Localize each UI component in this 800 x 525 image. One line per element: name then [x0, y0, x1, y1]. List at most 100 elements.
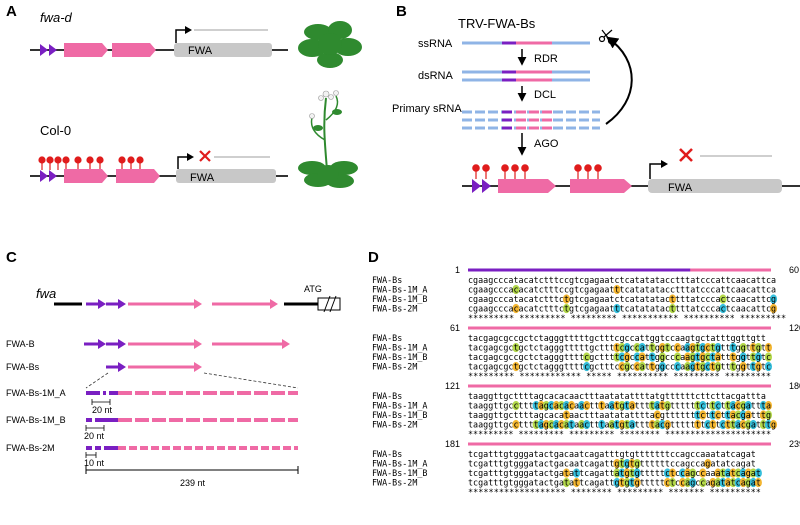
- consensus-line: ********* ************ ***** ********** …: [468, 371, 771, 381]
- consensus-line: ********* ********* ********* **********…: [468, 313, 786, 323]
- mismatch-highlight: [699, 400, 707, 411]
- mismatch-highlight: [613, 342, 621, 353]
- mismatch-highlight: [709, 352, 717, 362]
- mismatch-highlight: [734, 419, 742, 430]
- mismatch-highlight: [668, 468, 677, 478]
- mismatch-highlight: [578, 400, 586, 411]
- fwa-gene-label-a2: FWA: [190, 172, 215, 184]
- mismatch-highlight: [663, 419, 672, 430]
- col-0-label: Col-0: [40, 123, 71, 138]
- sequence: tcgatttgtgggatactgacaatcagattgtgtgtttttt…: [468, 459, 756, 469]
- mismatch-highlight: [759, 419, 768, 430]
- mismatch-highlight: [729, 477, 737, 488]
- mismatch-highlight: [598, 419, 606, 430]
- mismatch-highlight: [623, 361, 631, 372]
- mismatch-highlight: [754, 352, 762, 362]
- mismatch-highlight: [648, 361, 656, 372]
- construct-fwa-b-label: FWA-B: [6, 339, 35, 349]
- sequence: cgaagcccacacatctttccgtcgagaatttcatatatac…: [468, 285, 776, 295]
- mismatch-highlight: [694, 410, 702, 420]
- construct-2m-label: FWA-Bs-2M: [6, 443, 55, 453]
- mismatch-highlight: [734, 477, 742, 488]
- mismatch-highlight: [699, 342, 707, 353]
- mismatch-highlight: [744, 468, 752, 478]
- sequence-name: FWA-Bs-1M_B: [372, 294, 427, 304]
- mismatch-highlight: [694, 419, 702, 430]
- block-start: 181: [445, 439, 460, 449]
- mismatch-highlight: [567, 400, 576, 411]
- block-start: 61: [450, 323, 460, 333]
- mismatch-highlight: [719, 468, 727, 478]
- mismatch-highlight: [714, 342, 722, 353]
- mismatch-highlight: [552, 400, 560, 411]
- mismatch-highlight: [764, 410, 773, 420]
- mismatch-highlight: [709, 400, 717, 411]
- sequence: cgaagcccatacatctttccgtcgagaatctcatatatac…: [468, 275, 776, 285]
- zoom-line-left: [85, 372, 109, 389]
- mismatch-highlight: [562, 400, 571, 411]
- mismatch-highlight: [764, 400, 773, 411]
- mismatch-highlight: [739, 468, 747, 478]
- mismatch-highlight: [598, 400, 606, 411]
- mismatch-highlight: [512, 400, 520, 411]
- mismatch-highlight: [724, 419, 732, 430]
- mismatch-highlight: [623, 342, 631, 353]
- mismatch-highlight: [694, 352, 702, 362]
- mismatch-highlight: [749, 468, 757, 478]
- mismatch-highlight: [739, 342, 747, 353]
- mismatch-highlight: [689, 342, 697, 353]
- mismatch-highlight: [633, 342, 641, 353]
- mismatch-highlight: [749, 342, 757, 353]
- mismatch-highlight: [684, 477, 692, 488]
- mismatch-highlight: [739, 410, 747, 420]
- mismatch-highlight: [623, 352, 631, 362]
- mismatch-highlight: [623, 400, 631, 411]
- mismatch-highlight: [608, 400, 616, 411]
- mismatch-highlight: [744, 419, 752, 430]
- construct-fwa-bs-label: FWA-Bs: [6, 362, 40, 372]
- mismatch-highlight: [613, 284, 621, 295]
- sequence-name: FWA-Bs-1M_B: [372, 352, 427, 362]
- sequence-name: FWA-Bs-1M_A: [372, 343, 427, 353]
- sequence-name: FWA-Bs-1M_A: [372, 459, 427, 469]
- mismatch-highlight: [699, 352, 707, 362]
- scale-20nt-b: [85, 425, 105, 431]
- mismatch-highlight: [679, 468, 687, 478]
- mismatch-highlight: [633, 352, 641, 362]
- mismatch-highlight: [618, 352, 626, 362]
- mismatch-highlight: [684, 361, 692, 372]
- sequence: taaggttgcttttagcacataactttaatatattttacgt…: [468, 410, 771, 420]
- mismatch-highlight: [729, 361, 737, 372]
- sequence: tacgagcgccgctctagggttttcgcttttcgccattggc…: [468, 352, 771, 362]
- mismatch-highlight: [699, 468, 707, 478]
- mismatch-highlight: [689, 361, 697, 372]
- consensus-line: ******************* ******** ********* *…: [468, 487, 761, 497]
- fwa-gene-label-a1: FWA: [188, 45, 213, 57]
- mismatch-highlight: [663, 477, 672, 488]
- fwa-d-locus: FWA: [30, 26, 288, 57]
- mismatch-highlight: [638, 342, 646, 353]
- mismatch-highlight: [734, 400, 742, 411]
- mismatch-highlight: [618, 400, 626, 411]
- mismatch-highlight: [749, 352, 757, 362]
- mismatch-highlight: [709, 477, 717, 488]
- mismatch-highlight: [709, 410, 717, 420]
- sequence: taaggttgccttttagcacataactttaatgtattttacg…: [468, 420, 776, 430]
- block-end: 180: [789, 381, 800, 391]
- mismatch-highlight: [663, 400, 672, 411]
- mismatch-highlight: [648, 342, 656, 353]
- sequence-name: FWA-Bs-2M: [372, 420, 417, 430]
- mismatch-highlight: [618, 361, 626, 372]
- mismatch-highlight: [653, 419, 661, 430]
- block-start: 1: [455, 265, 460, 275]
- panel-label-a: A: [6, 3, 17, 20]
- primary-srna-fragments: [462, 110, 600, 130]
- mismatch-highlight: [724, 468, 732, 478]
- mismatch-highlight: [744, 400, 752, 411]
- mismatch-highlight: [633, 361, 641, 372]
- mismatch-highlight: [673, 352, 682, 362]
- mismatch-highlight: [709, 419, 717, 430]
- sequence: tcgatttgtgggatactgatattcagattgtgtgtttttc…: [468, 478, 761, 488]
